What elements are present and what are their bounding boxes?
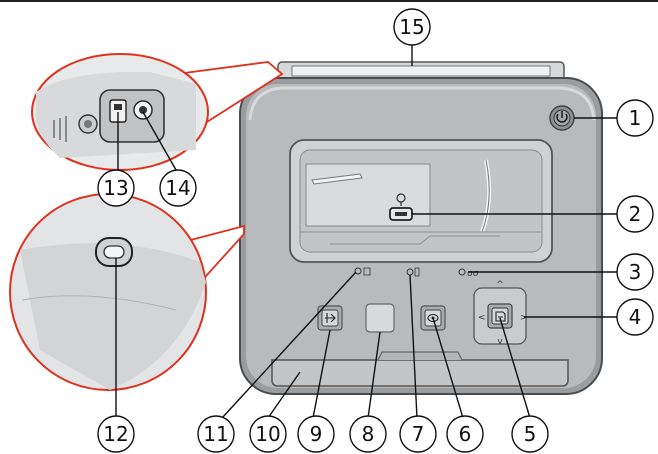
ribbon-icon: σσ <box>467 269 479 279</box>
svg-text:3: 3 <box>629 260 642 284</box>
svg-text:4: 4 <box>629 305 642 329</box>
leader-lines <box>115 45 617 420</box>
callout-5: 5 <box>511 415 549 453</box>
status-light-11 <box>354 267 362 275</box>
callout-14: 14 <box>159 169 197 207</box>
callout-7: 7 <box>399 415 437 453</box>
callout-15: 15 <box>393 8 431 46</box>
callout-1: 1 <box>616 99 654 137</box>
battery-icon <box>414 267 420 277</box>
svg-text:1: 1 <box>629 106 642 130</box>
svg-text:15: 15 <box>399 15 424 39</box>
rear-connectors-magnifier <box>31 53 284 171</box>
power-icon <box>556 113 568 123</box>
callout-8: 8 <box>349 415 387 453</box>
power-button[interactable] <box>549 105 575 131</box>
arrow-down-icon: v <box>497 337 503 347</box>
svg-text:9: 9 <box>310 422 323 446</box>
transfer-icon <box>325 313 336 323</box>
svg-text:7: 7 <box>412 422 425 446</box>
arrow-up-icon: ^ <box>496 280 504 290</box>
callout-13: 13 <box>97 169 135 207</box>
callout-10: 10 <box>249 415 287 453</box>
svg-text:13: 13 <box>103 176 128 200</box>
callout-2: 2 <box>616 195 654 233</box>
svg-text:11: 11 <box>203 422 228 446</box>
indicator-lights: σσ <box>354 267 479 279</box>
svg-text:2: 2 <box>629 202 642 226</box>
arrow-left-icon: < <box>478 313 486 323</box>
callout-11: 11 <box>197 415 235 453</box>
paper-tray <box>271 351 569 387</box>
svg-text:14: 14 <box>165 176 190 200</box>
callout-6: 6 <box>446 415 484 453</box>
callout-12: 12 <box>97 415 135 453</box>
camera-dock <box>289 139 553 263</box>
arrow-right-icon: > <box>520 313 528 323</box>
blank-button[interactable] <box>365 303 395 333</box>
callout-9: 9 <box>297 415 335 453</box>
svg-text:6: 6 <box>459 422 472 446</box>
status-light-3 <box>458 268 466 276</box>
svg-text:12: 12 <box>103 422 128 446</box>
print-button[interactable] <box>487 303 513 329</box>
transfer-button[interactable] <box>317 305 343 331</box>
callout-3: 3 <box>616 253 654 291</box>
printer-icon <box>363 267 371 276</box>
print-icon <box>495 311 506 322</box>
svg-text:8: 8 <box>362 422 375 446</box>
callout-4: 4 <box>616 298 654 336</box>
view-icon <box>427 313 439 323</box>
side-slot-magnifier <box>9 193 245 391</box>
svg-text:10: 10 <box>255 422 280 446</box>
svg-text:5: 5 <box>524 422 537 446</box>
